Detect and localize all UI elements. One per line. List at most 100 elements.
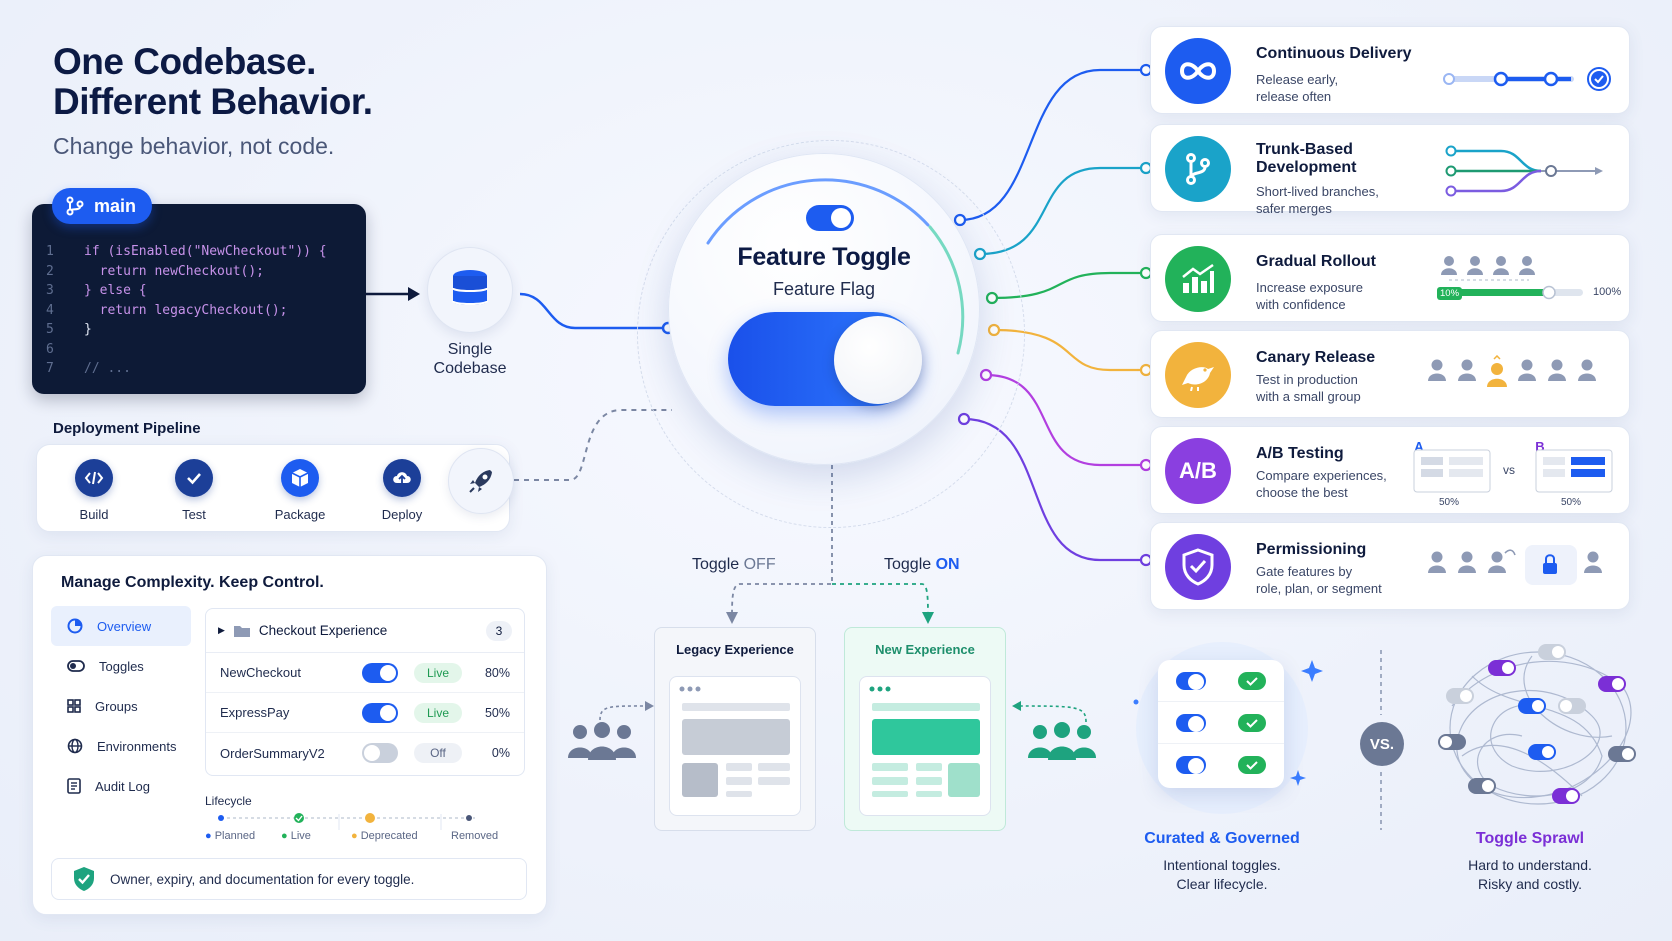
headline: One Codebase. Different Behavior. bbox=[53, 42, 373, 122]
pipeline-step-test[interactable]: Test bbox=[149, 459, 239, 522]
practice-title-line: Trunk-Based bbox=[1256, 141, 1353, 158]
variant-b-percent: 50% bbox=[1561, 497, 1582, 508]
toggle-on-state: ON bbox=[935, 556, 960, 573]
practice-desc-line: choose the best bbox=[1256, 485, 1348, 500]
curated-toggle-list bbox=[1158, 660, 1284, 788]
practice-desc: Compare experiences, choose the best bbox=[1256, 467, 1387, 501]
codebase-label-line-2: Codebase bbox=[433, 360, 507, 377]
practice-title-line: Development bbox=[1256, 159, 1357, 176]
toggle-switch[interactable] bbox=[362, 743, 398, 763]
code-text: if (isEnabled("NewCheckout")) { bbox=[84, 244, 327, 259]
practice-card-ab-testing[interactable]: A/B A/B Testing Compare experiences,choo… bbox=[1150, 426, 1630, 514]
toggle-switch[interactable] bbox=[1176, 756, 1206, 774]
sprawl-desc-line: Hard to understand. bbox=[1468, 857, 1592, 873]
toggle-icon bbox=[67, 660, 85, 672]
pipeline-step-deploy[interactable]: Deploy bbox=[357, 459, 447, 522]
curated-title: Curated & Governed bbox=[1144, 830, 1300, 847]
code-text: // ... bbox=[84, 361, 131, 376]
curated-desc: Intentional toggles.Clear lifecycle. bbox=[1122, 856, 1322, 894]
practice-title: Canary Release bbox=[1256, 349, 1376, 366]
toggle-group-name: Checkout Experience bbox=[258, 623, 388, 638]
folder-icon bbox=[233, 625, 250, 637]
new-experience-title: New Experience bbox=[875, 642, 975, 657]
rollout-percent: 80% bbox=[484, 665, 510, 680]
toggle-row: NewCheckout Live 80% bbox=[206, 653, 524, 693]
lifecycle-stage: ● Planned bbox=[205, 830, 256, 842]
sidebar-item-overview[interactable]: Overview bbox=[51, 606, 191, 646]
lifecycle-stage-label: Deprecated bbox=[360, 830, 418, 842]
rocket-node bbox=[448, 448, 514, 514]
canary-users-graphic bbox=[1428, 355, 1596, 387]
curated-desc-line: Intentional toggles. bbox=[1163, 857, 1281, 873]
practice-title: A/B Testing bbox=[1256, 445, 1344, 462]
line-number: 1 bbox=[46, 244, 54, 259]
rocket-icon bbox=[469, 470, 492, 493]
git-branch-icon bbox=[66, 196, 84, 216]
lifecycle-stage: Removed bbox=[451, 830, 498, 842]
codebase-label-line-1: Single bbox=[447, 341, 493, 358]
mini-toggle-switch[interactable] bbox=[806, 205, 854, 231]
sidebar-item-label: Audit Log bbox=[95, 778, 150, 794]
toggle-arc bbox=[706, 178, 965, 355]
status-badge: Live bbox=[414, 702, 462, 723]
line-number: 2 bbox=[46, 263, 54, 279]
pipeline-step-label: Deploy bbox=[381, 507, 423, 522]
governance-text: Owner, expiry, and documentation for eve… bbox=[110, 871, 415, 887]
lifecycle-stage-label: Live bbox=[290, 830, 311, 842]
manage-title: Manage Complexity. Keep Control. bbox=[61, 574, 324, 591]
lifecycle-stage: ● Live bbox=[281, 830, 311, 842]
code-line: 1 if (isEnabled("NewCheckout")) { bbox=[46, 242, 327, 262]
branch-badge[interactable]: main bbox=[52, 188, 153, 224]
toggle-sprawl-graphic bbox=[1438, 644, 1636, 805]
practice-desc-line: safer merges bbox=[1256, 201, 1332, 216]
toggle-switch[interactable] bbox=[1176, 671, 1206, 690]
users-group-icon bbox=[1028, 722, 1096, 760]
variant-a-mockup bbox=[1413, 449, 1491, 493]
pipeline-step-label: Build bbox=[79, 507, 109, 522]
toggle-row: OrderSummaryV2 Off 0% bbox=[206, 733, 524, 773]
sidebar-item-audit-log[interactable]: Audit Log bbox=[51, 766, 191, 806]
feature-toggle-knob[interactable] bbox=[834, 316, 922, 404]
toggle-switch[interactable] bbox=[362, 662, 398, 683]
governance-note: Owner, expiry, and documentation for eve… bbox=[51, 858, 527, 900]
lifecycle-stage: ● Deprecated bbox=[351, 830, 418, 842]
toggle-group-header[interactable]: ▶ Checkout Experience 3 bbox=[206, 609, 524, 653]
code-text: } bbox=[84, 322, 92, 337]
shield-check-icon bbox=[74, 867, 94, 891]
practice-desc-line: Compare experiences, bbox=[1256, 468, 1387, 483]
pie-chart-icon bbox=[67, 618, 83, 634]
toggle-switch[interactable] bbox=[362, 702, 398, 723]
line-number: 5 bbox=[46, 322, 54, 337]
cloud-upload-icon bbox=[383, 459, 421, 497]
practice-card-continuous-delivery[interactable]: Continuous Delivery Release early,releas… bbox=[1150, 26, 1630, 114]
rollout-percent: 0% bbox=[491, 746, 510, 760]
toggle-on-word: Toggle bbox=[884, 556, 932, 573]
legacy-experience-title: Legacy Experience bbox=[676, 642, 794, 657]
toggle-switch[interactable] bbox=[1176, 713, 1206, 732]
sidebar-item-environments[interactable]: Environments bbox=[51, 726, 191, 766]
sidebar-item-groups[interactable]: Groups bbox=[51, 686, 191, 726]
code-text: } else { bbox=[84, 283, 147, 298]
line-number: 4 bbox=[46, 302, 54, 318]
branch-name: main bbox=[94, 195, 137, 216]
sidebar-item-label: Overview bbox=[97, 618, 152, 634]
code-line: 3} else { bbox=[46, 281, 327, 301]
code-line: 4 return legacyCheckout(); bbox=[46, 301, 327, 321]
practice-desc-line: Test in production bbox=[1256, 372, 1358, 387]
sidebar-item-toggles[interactable]: Toggles bbox=[51, 646, 191, 686]
legacy-layout-mockup bbox=[679, 686, 790, 797]
status-badge: Off bbox=[414, 743, 462, 763]
toggle-name: ExpressPay bbox=[220, 705, 290, 720]
practice-desc-line: role, plan, or segment bbox=[1256, 581, 1382, 596]
sidebar-item-label: Groups bbox=[95, 698, 138, 714]
toggle-name: OrderSummaryV2 bbox=[220, 745, 325, 761]
pipeline-step-build[interactable]: Build bbox=[49, 459, 139, 522]
sprawl-desc: Hard to understand.Risky and costly. bbox=[1430, 856, 1630, 894]
pipeline-step-package[interactable]: Package bbox=[255, 459, 345, 522]
